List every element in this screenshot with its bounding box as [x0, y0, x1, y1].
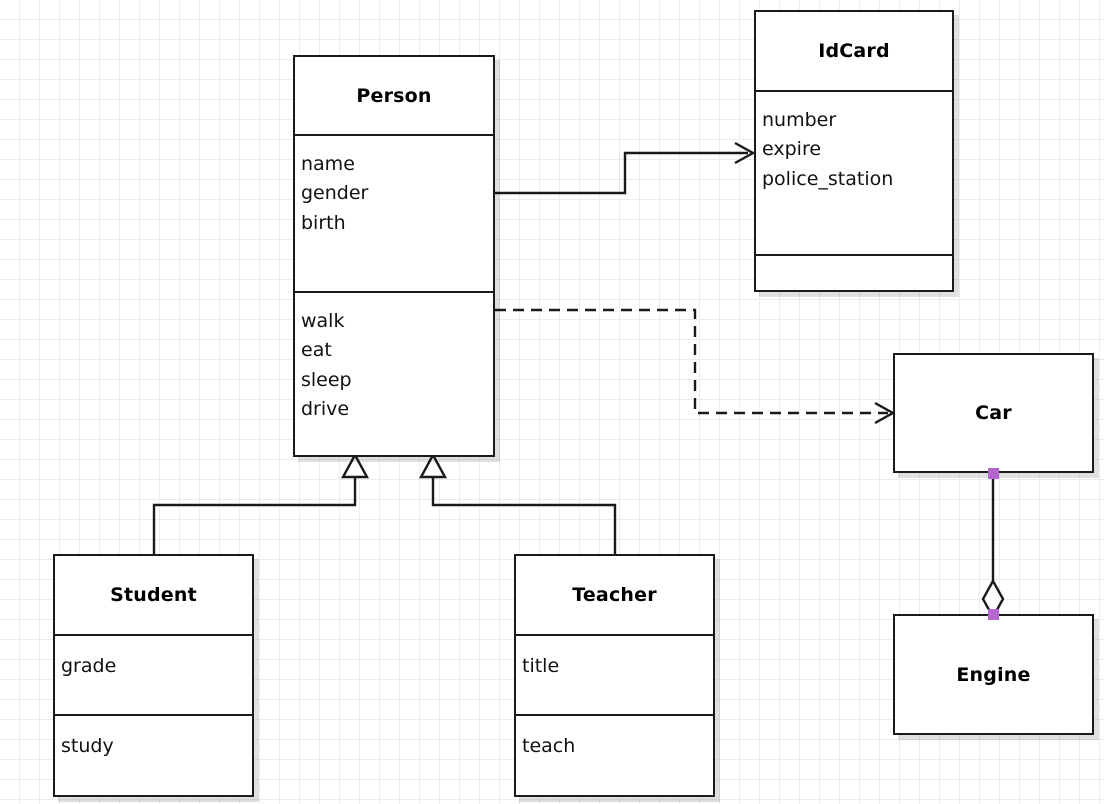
connector-person-car[interactable]: [495, 308, 896, 425]
class-node-engine[interactable]: Engine: [893, 614, 1094, 735]
link-endpoint-marker-car[interactable]: [988, 468, 999, 479]
class-title-compartment: Car: [895, 355, 1092, 471]
attribute-row: expire: [762, 138, 822, 161]
class-name-person: Person: [356, 84, 432, 107]
class-attributes-compartment: number expire police_station: [756, 90, 952, 254]
open-arrowhead-icon: [874, 401, 896, 425]
class-title-compartment: Student: [55, 556, 252, 634]
operation-row: drive: [301, 398, 350, 421]
operation-row: teach: [522, 735, 576, 757]
class-name-teacher: Teacher: [572, 584, 657, 606]
attribute-row: title: [522, 655, 560, 677]
attribute-row: name: [301, 153, 355, 175]
attribute-row: grade: [61, 655, 117, 677]
hollow-triangle-icon: [340, 452, 370, 479]
open-arrowhead-icon: [734, 141, 756, 165]
class-title-compartment: IdCard: [756, 12, 952, 90]
class-title-compartment: Teacher: [516, 556, 713, 634]
operation-row: eat: [301, 339, 332, 362]
class-operations-compartment: walk eat sleep drive: [295, 291, 493, 455]
class-node-student[interactable]: Student grade study: [53, 554, 254, 797]
operation-row: sleep: [301, 368, 352, 391]
class-name-idcard: IdCard: [818, 40, 890, 62]
class-name-car: Car: [975, 402, 1012, 424]
class-node-person[interactable]: Person name gender birth walk eat sleep …: [293, 55, 495, 457]
link-endpoint-marker-engine[interactable]: [988, 609, 999, 620]
class-node-car[interactable]: Car: [893, 353, 1094, 473]
class-attributes-compartment: title: [516, 634, 713, 714]
attribute-row: birth: [301, 211, 346, 234]
hollow-triangle-icon: [418, 452, 448, 479]
class-node-idcard[interactable]: IdCard number expire police_station: [754, 10, 954, 292]
operation-row: walk: [301, 310, 345, 332]
class-operations-compartment: teach: [516, 714, 713, 795]
connector-student-person[interactable]: [152, 452, 370, 554]
class-title-compartment: Engine: [895, 616, 1092, 733]
operation-row: study: [61, 735, 114, 757]
class-title-compartment: Person: [295, 57, 493, 134]
class-node-teacher[interactable]: Teacher title teach: [514, 554, 715, 797]
class-attributes-compartment: grade: [55, 634, 252, 714]
class-operations-compartment: study: [55, 714, 252, 795]
attribute-row: police_station: [762, 167, 894, 190]
connector-teacher-person[interactable]: [418, 452, 617, 554]
attribute-row: number: [762, 109, 837, 131]
class-name-student: Student: [110, 584, 197, 606]
connector-car-engine[interactable]: [981, 473, 1005, 620]
connector-person-idcard[interactable]: [495, 141, 756, 195]
attribute-row: gender: [301, 182, 369, 205]
class-name-engine: Engine: [956, 663, 1031, 686]
class-operations-compartment: [756, 254, 952, 290]
class-attributes-compartment: name gender birth: [295, 134, 493, 291]
